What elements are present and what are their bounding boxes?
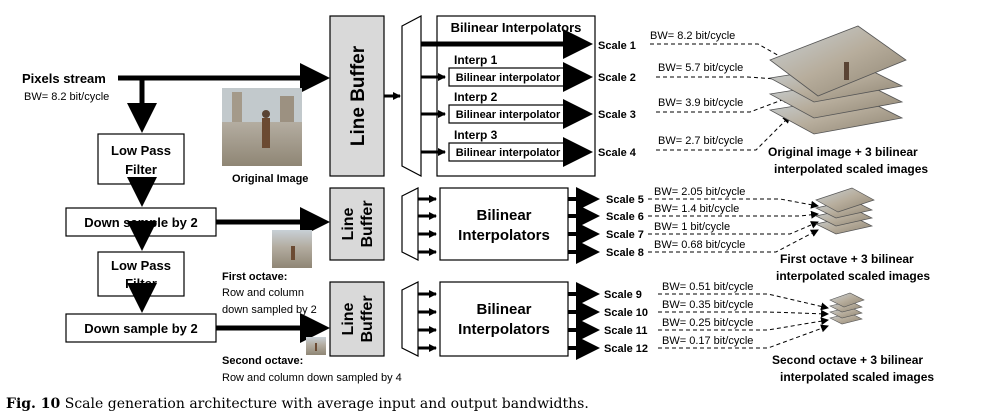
stage1-image-stack (768, 25, 907, 135)
svg-text:Bilinear interpolator: Bilinear interpolator (456, 109, 561, 121)
stage3-result-line2: interpolated scaled images (780, 370, 934, 384)
svg-text:Buffer: Buffer (359, 200, 376, 247)
figure-caption: Fig. 10 Scale generation architecture wi… (6, 396, 589, 412)
scale-3-label: Scale 3 (598, 109, 636, 121)
svg-text:Filter: Filter (125, 276, 157, 291)
svg-text:Filter: Filter (125, 162, 157, 177)
bw-scale-4: BW= 2.7 bit/cycle (658, 135, 743, 147)
svg-text:Interpolators: Interpolators (458, 321, 550, 338)
first-octave-line2: Row and column (222, 287, 304, 299)
bw-scale-5: BW= 2.05 bit/cycle (654, 186, 745, 198)
interp-3: Interp 3 Bilinear interpolator (448, 128, 568, 162)
stage2-result-line2: interpolated scaled images (776, 269, 930, 283)
scale-8-label: Scale 8 (606, 247, 644, 259)
svg-text:Interpolators: Interpolators (458, 227, 550, 244)
stage2-image-stack (814, 187, 875, 235)
scale-5-label: Scale 5 (606, 194, 644, 206)
svg-text:Bilinear: Bilinear (476, 301, 531, 318)
figure-caption-label: Fig. 10 (6, 396, 61, 412)
scale-2-label: Scale 2 (598, 72, 636, 84)
scale-9-label: Scale 9 (604, 289, 642, 301)
bw-scale-9: BW= 0.51 bit/cycle (662, 281, 753, 293)
stage2-dashed-lines (648, 198, 819, 253)
stage1-result-line2: interpolated scaled images (774, 162, 928, 176)
svg-text:Bilinear: Bilinear (476, 207, 531, 224)
svg-text:Interp 1: Interp 1 (454, 53, 498, 67)
stage3-dashed-lines (658, 293, 829, 349)
bw-scale-7: BW= 1 bit/cycle (654, 221, 730, 233)
svg-text:Interp 2: Interp 2 (454, 90, 498, 104)
scale-12-label: Scale 12 (604, 343, 648, 355)
svg-text:Low Pass: Low Pass (111, 258, 171, 273)
scale-1-label: Scale 1 (598, 40, 636, 52)
svg-text:Buffer: Buffer (359, 295, 376, 342)
stage2-out-arrows (568, 187, 600, 264)
original-image-photo (222, 88, 302, 166)
first-octave-photo (272, 230, 312, 268)
original-image-caption: Original Image (232, 173, 308, 185)
bw-scale-8: BW= 0.68 bit/cycle (654, 239, 745, 251)
first-octave-line3: down sampled by 2 (222, 304, 317, 316)
bw-scale-6: BW= 1.4 bit/cycle (654, 203, 739, 215)
svg-text:Interp 3: Interp 3 (454, 128, 498, 142)
input-label: Pixels stream (22, 71, 106, 86)
scale-10-label: Scale 10 (604, 307, 648, 319)
bw-scale-2: BW= 5.7 bit/cycle (658, 62, 743, 74)
down-sample-1: Down sample by 2 (65, 207, 217, 237)
stage3-interp-block: Bilinear Interpolators (439, 281, 569, 357)
stage3-out-arrows (568, 282, 600, 360)
bw-scale-11: BW= 0.25 bit/cycle (662, 317, 753, 329)
bw-scale-12: BW= 0.17 bit/cycle (662, 335, 753, 347)
stage2-in-arrows (418, 195, 437, 256)
svg-text:Line Buffer: Line Buffer (348, 45, 369, 146)
svg-text:Bilinear interpolator: Bilinear interpolator (456, 72, 561, 84)
scale-7-label: Scale 7 (606, 229, 644, 241)
mux-3 (401, 281, 419, 357)
second-octave-line2: Row and column down sampled by 4 (222, 372, 402, 384)
scale-11-label: Scale 11 (604, 325, 647, 337)
low-pass-filter-2: Low Pass Filter (97, 251, 185, 297)
bw-scale-3: BW= 3.9 bit/cycle (658, 97, 743, 109)
scale-4-label: Scale 4 (598, 147, 637, 159)
stage2-interp-block: Bilinear Interpolators (439, 187, 569, 261)
bw-scale-10: BW= 0.35 bit/cycle (662, 299, 753, 311)
svg-text:Low Pass: Low Pass (111, 143, 171, 158)
line-buffer-3: Line Buffer (329, 281, 385, 357)
stage2-result-line1: First octave + 3 bilinear (780, 252, 914, 266)
low-pass-filter-1: Low Pass Filter (97, 133, 185, 185)
interp-2: Interp 2 Bilinear interpolator (448, 90, 568, 124)
second-octave-photo (306, 337, 326, 355)
scale-generation-diagram: Pixels stream BW= 8.2 bit/cycle Low Pass… (22, 15, 934, 384)
stage1-title: Bilinear Interpolators (451, 20, 582, 35)
first-octave-title: First octave: (222, 271, 287, 283)
line-buffer-2: Line Buffer (329, 187, 385, 261)
svg-text:Down sample by 2: Down sample by 2 (84, 321, 197, 336)
stage3-result-line1: Second octave + 3 bilinear (772, 353, 923, 367)
bw-scale-1: BW= 8.2 bit/cycle (650, 30, 735, 42)
stage3-in-arrows (418, 290, 437, 352)
mux-2 (401, 187, 419, 261)
svg-text:Down sample by 2: Down sample by 2 (84, 215, 197, 230)
interp-1: Interp 1 Bilinear interpolator (448, 53, 568, 87)
stage1-result-line1: Original image + 3 bilinear (768, 145, 918, 159)
figure-caption-text: Scale generation architecture with avera… (64, 396, 589, 412)
input-bw: BW= 8.2 bit/cycle (24, 91, 109, 103)
svg-text:Bilinear interpolator: Bilinear interpolator (456, 147, 561, 159)
down-sample-2: Down sample by 2 (65, 313, 217, 343)
svg-text:Line: Line (340, 207, 357, 240)
second-octave-title: Second octave: (222, 355, 303, 367)
svg-text:Line: Line (340, 302, 357, 335)
line-buffer-1: Line Buffer (329, 15, 385, 177)
scale-6-label: Scale 6 (606, 211, 644, 223)
mux-1 (401, 15, 422, 177)
stage3-image-stack (829, 292, 865, 325)
